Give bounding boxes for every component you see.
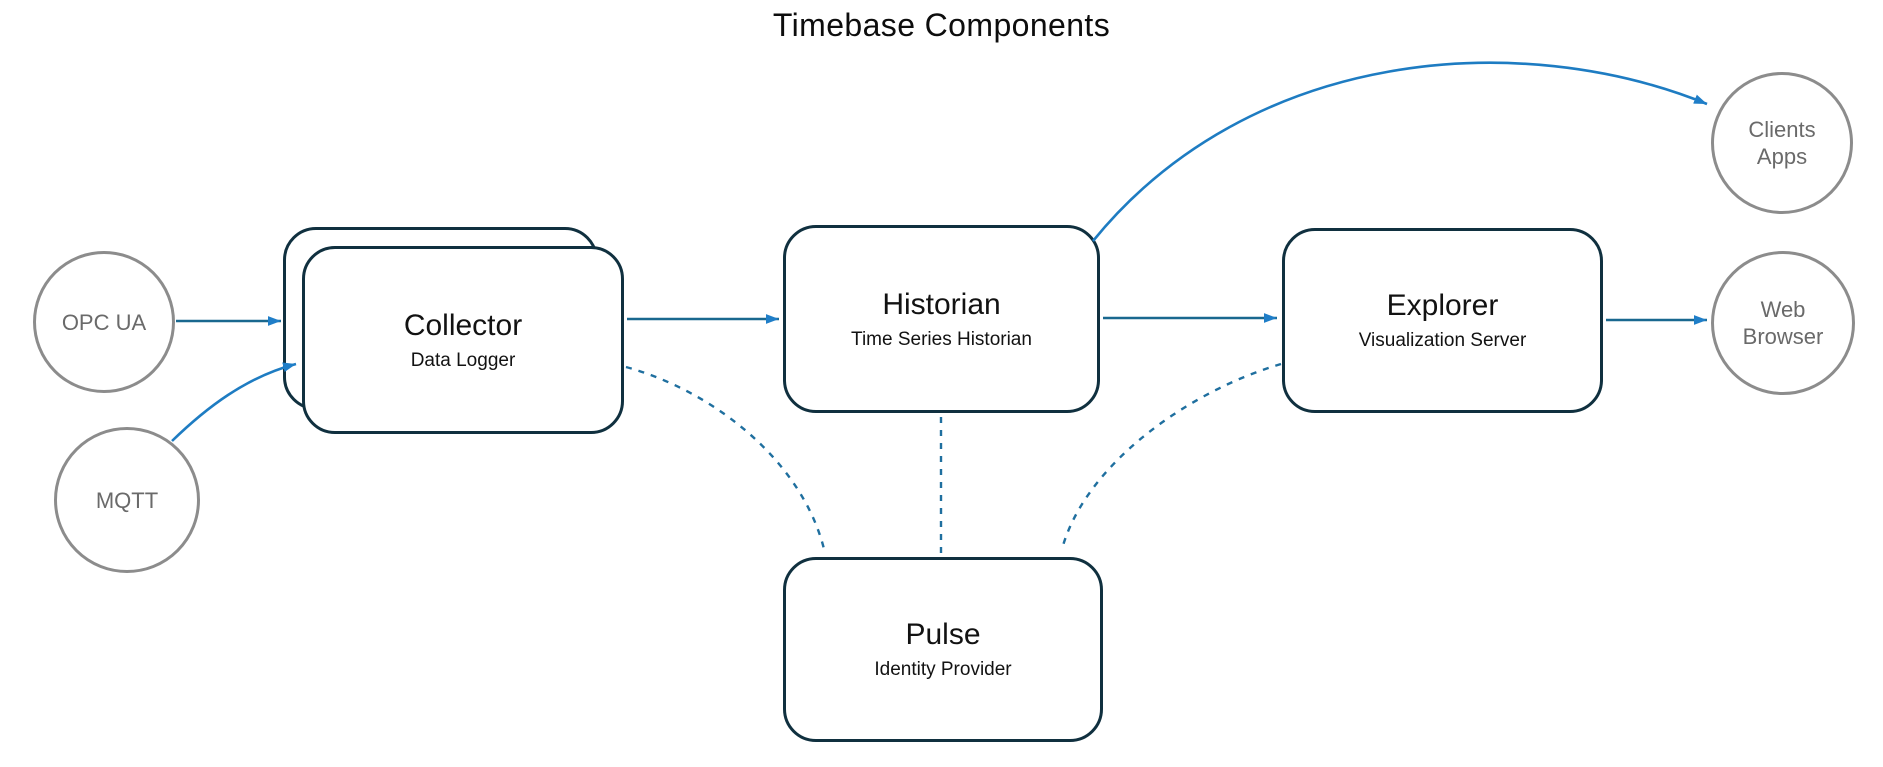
opc-ua-label: OPC UA: [61, 309, 147, 335]
node-pulse: Pulse Identity Provider: [783, 557, 1103, 742]
collector-sublabel: Data Logger: [410, 349, 516, 371]
node-collector: Collector Data Logger: [302, 246, 624, 434]
web-browser-label: Web Browser: [1743, 296, 1824, 350]
node-opc-ua: OPC UA: [33, 251, 175, 393]
explorer-sublabel: Visualization Server: [1358, 330, 1527, 351]
mqtt-label: MQTT: [95, 487, 159, 513]
node-web-browser: Web Browser: [1711, 251, 1855, 395]
web-browser-line1: Web: [1760, 297, 1806, 322]
edge-historian-to-clients-apps: [1091, 61, 1708, 242]
node-mqtt: MQTT: [54, 427, 200, 573]
node-historian: Historian Time Series Historian: [783, 225, 1100, 413]
collector-label: Collector: [403, 308, 523, 342]
historian-sublabel: Time Series Historian: [851, 328, 1032, 350]
explorer-label: Explorer: [1386, 289, 1499, 322]
diagram-title: Timebase Components: [772, 7, 1111, 43]
web-browser-line2: Browser: [1742, 324, 1824, 349]
node-explorer: Explorer Visualization Server: [1282, 228, 1603, 413]
historian-label: Historian: [882, 287, 1001, 321]
pulse-label: Pulse: [905, 618, 981, 651]
node-clients-apps: Clients Apps: [1711, 72, 1853, 214]
clients-apps-line1: Clients: [1748, 117, 1816, 142]
clients-apps-label: Clients Apps: [1748, 116, 1815, 170]
pulse-sublabel: Identity Provider: [874, 659, 1012, 680]
clients-apps-line2: Apps: [1756, 144, 1808, 169]
edge-mqtt-to-collector: [171, 362, 297, 442]
